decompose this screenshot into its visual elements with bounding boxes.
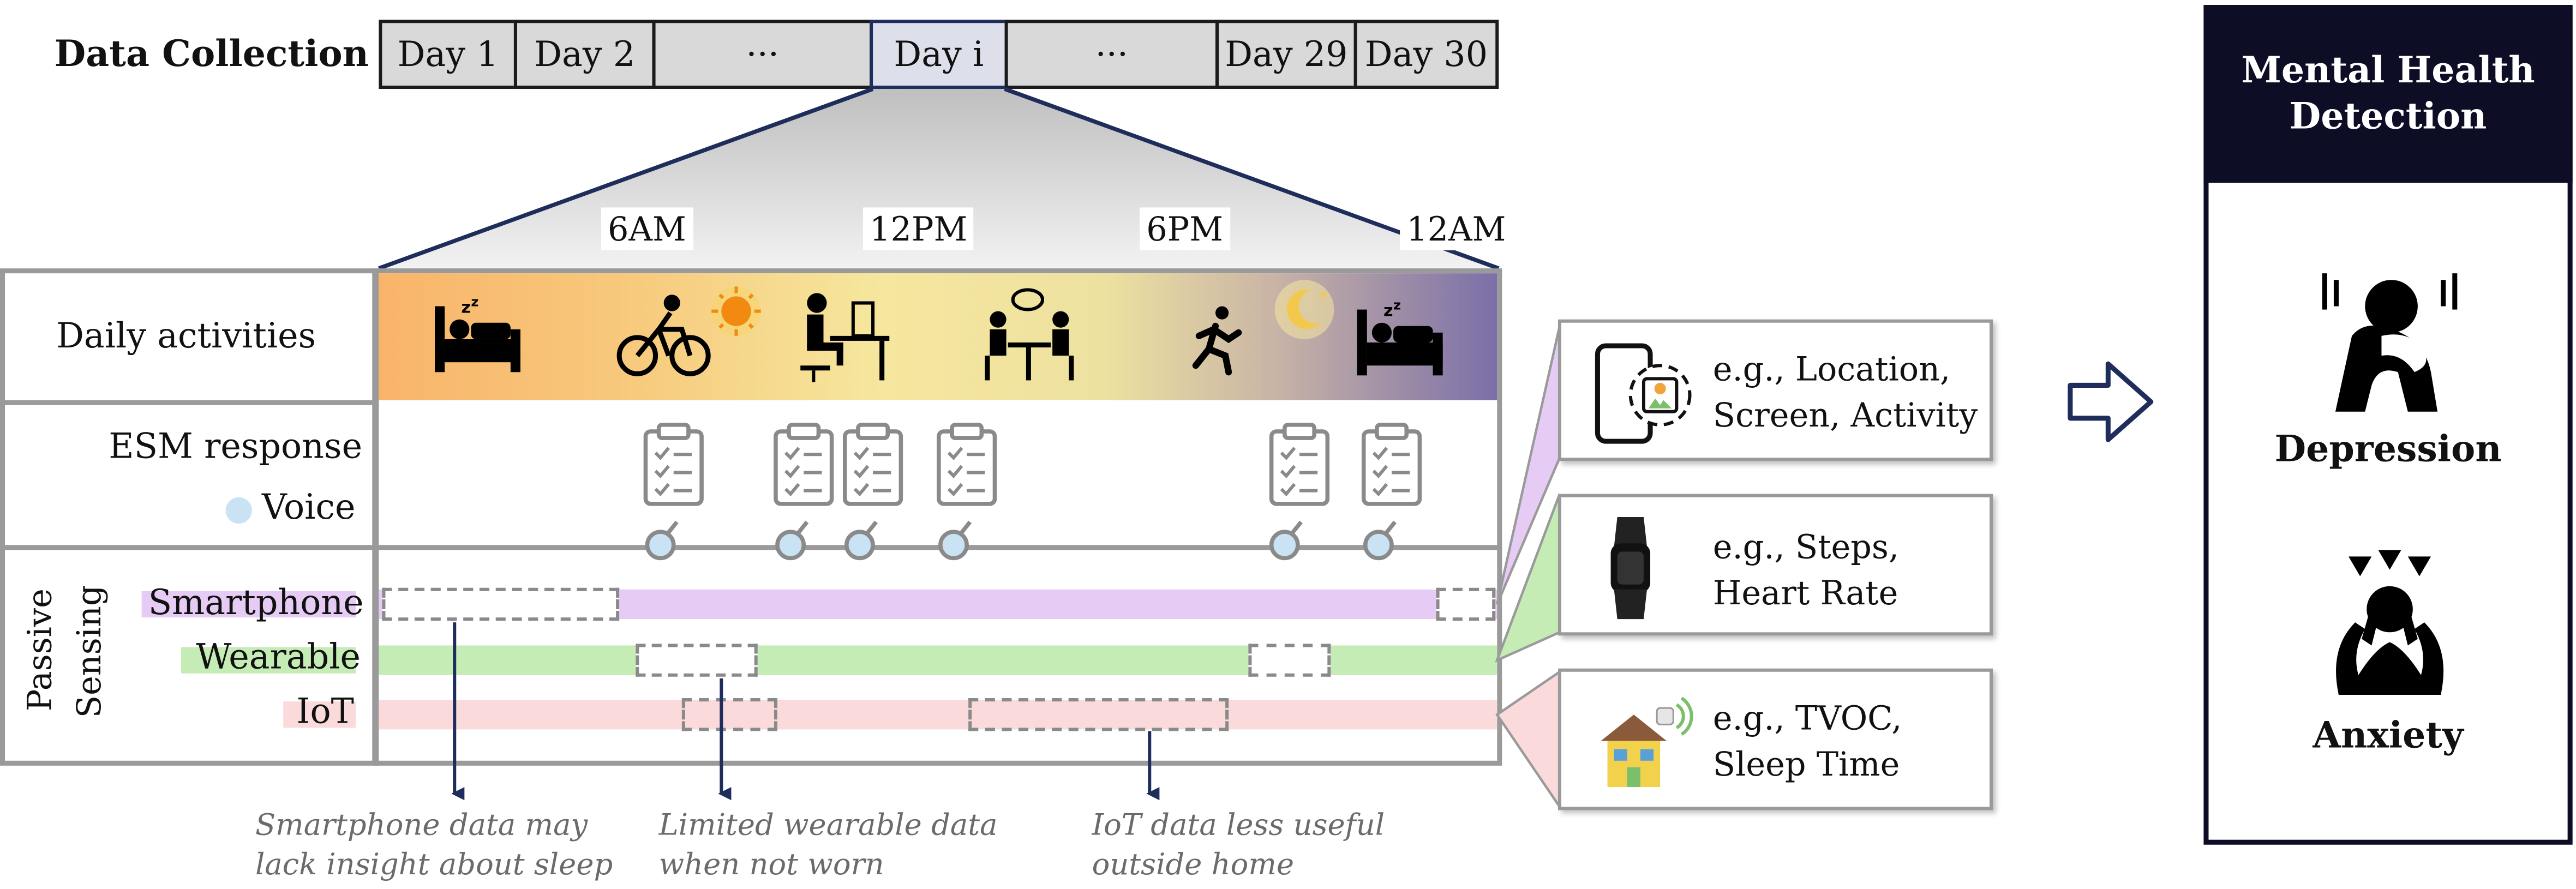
wearable-info-box: e.g., Steps,Heart Rate (1557, 494, 1993, 636)
daily-activities-label: Daily activities (56, 316, 316, 356)
wearable-label: Wearable (196, 637, 361, 677)
smartphone-gap-night-end (1436, 587, 1496, 621)
day-ellipsis-2: ··· (1004, 20, 1219, 89)
row-divider-2 (0, 545, 1502, 550)
detection-header: Mental Health Detection (2203, 5, 2573, 183)
sun-icon (711, 286, 761, 336)
svg-text:z: z (1393, 298, 1401, 313)
wearable-label-bg (181, 647, 356, 674)
day-ellipsis-1: ··· (652, 20, 873, 89)
connector-wedges (1495, 326, 1561, 811)
annotation-arrows (451, 622, 1160, 801)
iot-info-text: e.g., TVOC,Sleep Time (1712, 698, 1902, 784)
smart-home-icon (1601, 696, 1693, 788)
data-collection-label: Data Collection (54, 33, 369, 76)
smartphone-label-bg (141, 591, 356, 618)
voice-dot-legend (225, 497, 252, 524)
meeting-icon (985, 288, 1074, 381)
cycling-icon (616, 295, 711, 376)
day-29: Day 29 (1215, 20, 1357, 89)
row-divider-1 (0, 400, 379, 405)
wearable-gap-2 (1248, 644, 1331, 677)
iot-info-box: e.g., TVOC,Sleep Time (1557, 668, 1993, 810)
desk-work-icon (800, 293, 890, 382)
svg-text:z: z (471, 295, 478, 310)
voice-label: Voice (262, 487, 356, 527)
table-frame (0, 268, 1502, 766)
time-12am: 12AM (1400, 207, 1513, 250)
day-1: Day 1 (379, 20, 517, 89)
anxiety-icon (2336, 550, 2444, 695)
label-column-divider (372, 268, 379, 766)
iot-bar (379, 700, 1497, 730)
daily-activity-icons: z z (435, 280, 1443, 382)
time-6pm: 6PM (1140, 207, 1230, 250)
fitness-band-icon (1610, 516, 1651, 620)
svg-text:z: z (1383, 302, 1393, 321)
depression-label: Depression (2274, 428, 2502, 471)
bed-icon: z z (435, 295, 521, 373)
iot-gap-2 (968, 698, 1229, 731)
svg-text:z: z (461, 298, 471, 317)
day-i: Day i (870, 20, 1008, 89)
time-6am: 6AM (601, 207, 693, 250)
depression-icon (2322, 273, 2458, 412)
smartphone-info-box: e.g., Location,Screen, Activity (1557, 319, 1993, 461)
time-12pm: 12PM (862, 207, 974, 250)
svg-text:✦: ✦ (1317, 287, 1328, 303)
smartphone-info-text: e.g., Location,Screen, Activity (1712, 349, 1978, 435)
wearable-gap-1 (636, 644, 758, 677)
iot-label: IoT (296, 691, 354, 731)
wearable-info-text: e.g., Steps,Heart Rate (1712, 527, 1900, 613)
moon-icon: ✦ (1274, 280, 1334, 339)
day-30: Day 30 (1353, 20, 1499, 89)
running-icon (1192, 306, 1242, 376)
esm-response-label: ESM response (109, 426, 363, 466)
bed-icon: z z (1357, 298, 1443, 376)
iot-gap-1 (681, 698, 777, 731)
smartphone-sensing-icon (1595, 343, 1692, 444)
right-arrow-icon (2068, 361, 2154, 442)
smartphone-label: Smartphone (148, 582, 364, 623)
iot-label-bg (283, 701, 356, 728)
anxiety-label: Anxiety (2313, 714, 2464, 758)
smartphone-gap-night-start (382, 587, 620, 621)
